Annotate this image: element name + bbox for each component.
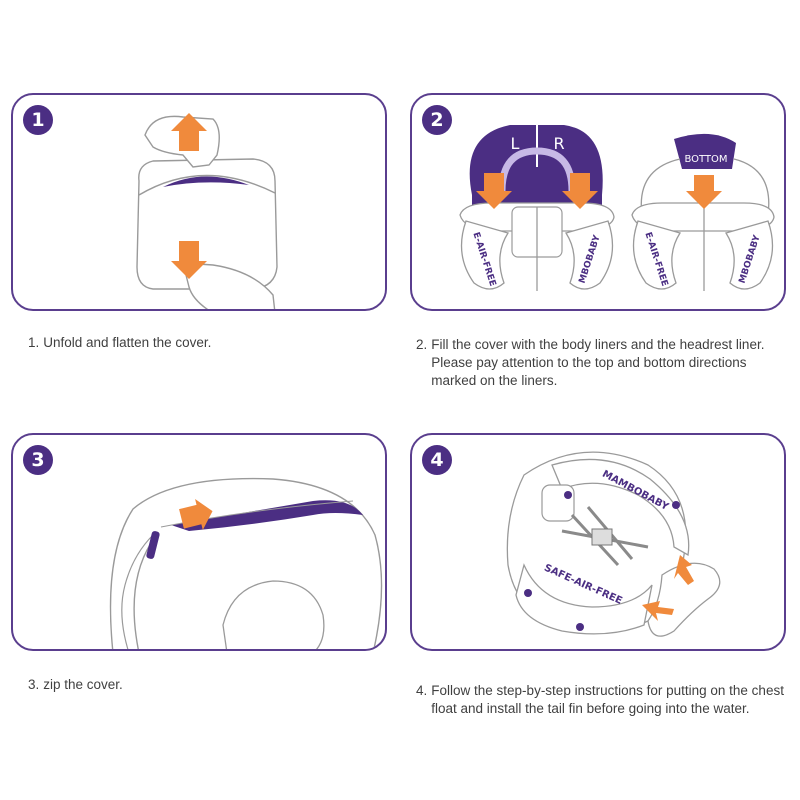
left-liner-mark: L (511, 134, 520, 153)
step-4-badge: 4 (422, 445, 452, 475)
step-1-caption-number: 1. (28, 334, 39, 352)
step-3-caption: 3.zip the cover. (28, 676, 378, 694)
step-2-badge: 2 (422, 105, 452, 135)
step-4-panel: 4 MAMBOBABY SAFE-AIR-FREE (410, 433, 786, 651)
step-3-caption-text: zip the cover. (43, 676, 378, 694)
zip-cover-illustration (13, 435, 387, 651)
step-3-badge: 3 (23, 445, 53, 475)
step-2-caption-text: Fill the cover with the body liners and … (431, 336, 786, 390)
step-1-caption: 1.Unfold and flatten the cover. (28, 334, 378, 352)
step-4-caption: 4.Follow the step-by-step instructions f… (416, 682, 786, 718)
step-3-caption-number: 3. (28, 676, 39, 694)
unfold-cover-illustration (13, 95, 387, 311)
step-2-caption-number: 2. (416, 336, 427, 390)
bottom-liner-mark: BOTTOM (684, 154, 727, 165)
fill-liners-illustration: L R E-AIR-FREE MBOBABY BOTTOM E-AIR-FREE… (412, 95, 786, 311)
step-4-caption-text: Follow the step-by-step instructions for… (431, 682, 786, 718)
step-1-caption-text: Unfold and flatten the cover. (43, 334, 378, 352)
step-2-panel: 2 L R E-AIR-FREE MBOBABY BOTTOM E-AIR-FR… (410, 93, 786, 311)
step-4-caption-number: 4. (416, 682, 427, 718)
step-1-badge: 1 (23, 105, 53, 135)
step-3-panel: 3 (11, 433, 387, 651)
step-1-panel: 1 (11, 93, 387, 311)
step-2-caption: 2.Fill the cover with the body liners an… (416, 336, 786, 390)
chest-float-illustration: MAMBOBABY SAFE-AIR-FREE (412, 435, 786, 651)
right-liner-mark: R (553, 134, 564, 153)
